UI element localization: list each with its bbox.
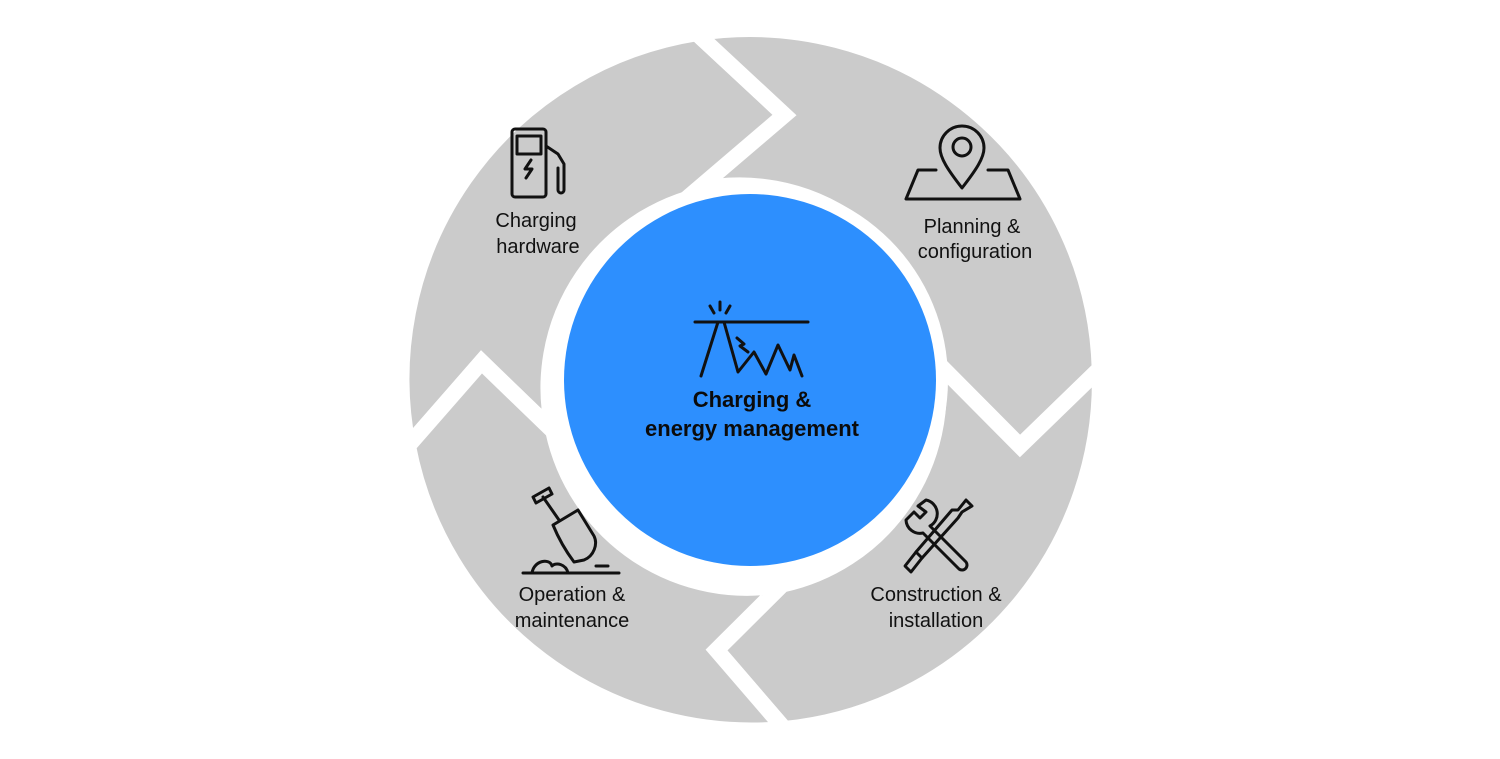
wrench-screwdriver-icon <box>903 498 974 574</box>
shovel-icon <box>521 486 621 575</box>
energy-graph-icon <box>693 300 810 378</box>
center-circle <box>564 194 936 566</box>
segment-label-operation-maintenance-2: maintenance <box>515 610 630 632</box>
segment-label-operation-maintenance-1: Operation & <box>519 584 626 606</box>
segment-label-charging-hardware-1: Charging <box>495 210 576 232</box>
segment-label-planning-configuration-2: configuration <box>918 241 1033 263</box>
segment-label-planning-configuration-1: Planning & <box>924 216 1021 238</box>
segment-label-construction-installation-1: Construction & <box>870 584 1002 606</box>
segment-construction-installation <box>705 338 1108 738</box>
segment-label-charging-hardware-2: hardware <box>496 236 579 258</box>
charging-station-icon <box>510 127 566 199</box>
center-title-line1: Charging & <box>693 387 812 412</box>
map-pin-icon <box>904 124 1022 201</box>
center-title-line2: energy management <box>645 416 860 441</box>
segment-label-construction-installation-2: installation <box>889 610 984 632</box>
